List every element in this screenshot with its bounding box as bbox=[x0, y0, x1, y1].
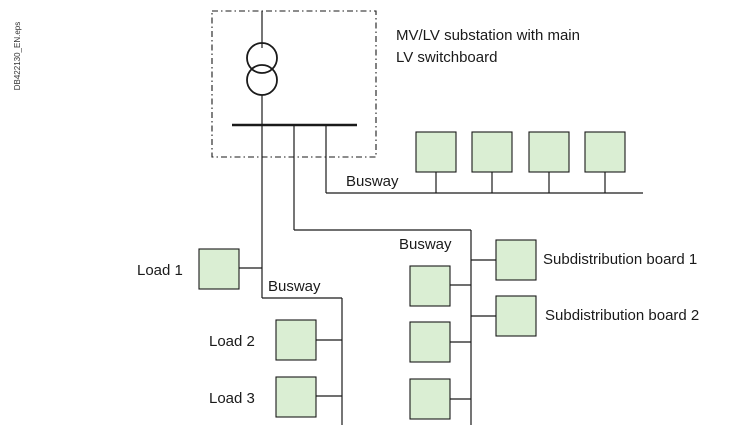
reference-code: DB422130_EN.eps bbox=[13, 22, 22, 91]
load-3-box bbox=[275, 376, 317, 418]
busway-middle-load-box bbox=[409, 321, 451, 363]
substation-label-line1: MV/LV substation with main bbox=[396, 27, 580, 44]
busway-top-label: Busway bbox=[346, 173, 399, 190]
load-2-box bbox=[275, 319, 317, 361]
transformer-icon bbox=[246, 11, 278, 124]
busway-middle-label: Busway bbox=[399, 236, 452, 253]
busway-top-load-box bbox=[471, 131, 513, 173]
busway-middle bbox=[293, 125, 537, 425]
load-3-label: Load 3 bbox=[209, 390, 255, 407]
busway-top bbox=[325, 125, 643, 194]
subdistribution-board-2-label: Subdistribution board 2 bbox=[545, 307, 699, 324]
subdistribution-board-1-box bbox=[495, 239, 537, 281]
load-1-label: Load 1 bbox=[137, 262, 183, 279]
busway-top-load-box bbox=[528, 131, 570, 173]
load-1-box bbox=[198, 248, 240, 290]
subdistribution-board-1-label: Subdistribution board 1 bbox=[543, 251, 697, 268]
substation-label-line2: LV switchboard bbox=[396, 49, 497, 66]
load-2-label: Load 2 bbox=[209, 333, 255, 350]
busway-middle-load-box bbox=[409, 265, 451, 307]
busway-middle-load-box bbox=[409, 378, 451, 420]
subdistribution-board-2-box bbox=[495, 295, 537, 337]
busway-top-load-box bbox=[415, 131, 457, 173]
busway-left bbox=[198, 125, 343, 425]
busway-left-label: Busway bbox=[268, 278, 321, 295]
busway-top-load-box bbox=[584, 131, 626, 173]
